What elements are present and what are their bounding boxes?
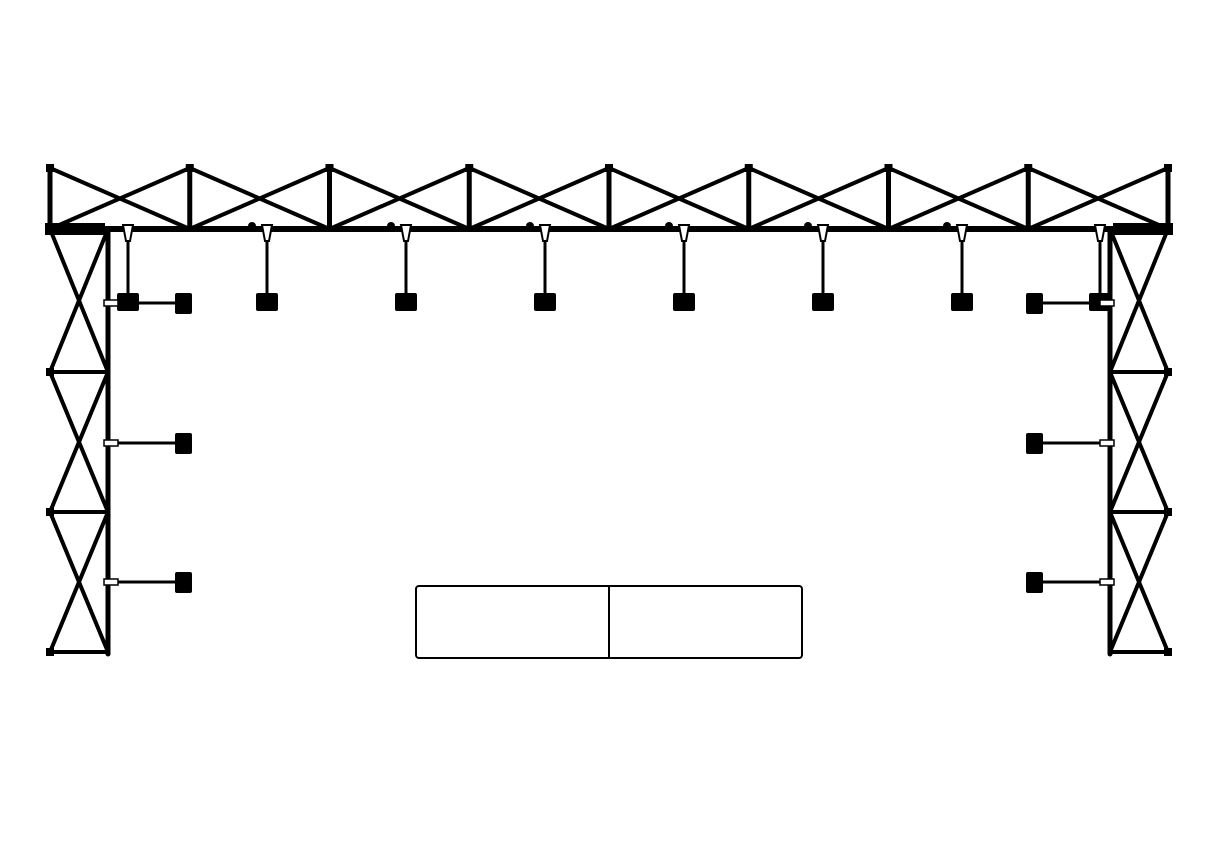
left-tower-truss [46, 225, 111, 657]
truss-diagonal [327, 166, 472, 231]
light-clamp [399, 224, 413, 242]
truss-diagonal [467, 166, 611, 231]
tower-diagonal [1108, 227, 1170, 374]
right-tower-truss [1107, 225, 1172, 657]
spotlights [103, 222, 1115, 593]
clamp-knob [943, 222, 951, 230]
clamp-knob [248, 222, 256, 230]
spotlight-icon [812, 293, 834, 311]
spotlight-icon [175, 433, 192, 454]
truss-diagonal [886, 166, 1031, 231]
truss-diagonal [48, 166, 192, 231]
arm-clamp [103, 578, 119, 586]
light-clamp [121, 224, 135, 242]
tower-diagonal [1108, 510, 1170, 654]
spotlight-icon [673, 293, 695, 311]
clamp-knob [526, 222, 534, 230]
truss-diagonal [1026, 166, 1170, 231]
clamp-knob [804, 222, 812, 230]
truss-diagonal [746, 166, 891, 231]
clamp-knob [387, 222, 395, 230]
spotlight-icon [1026, 293, 1043, 314]
spotlight-icon [256, 293, 278, 311]
arm-clamp [103, 299, 119, 307]
spotlight-icon [175, 572, 192, 593]
tower-diagonal [48, 510, 110, 654]
arm-clamp [1099, 299, 1115, 307]
arm-clamp [1099, 578, 1115, 586]
clamp-knob [665, 222, 673, 230]
light-clamp [260, 224, 274, 242]
truss-diagonal [187, 166, 332, 231]
tower-diagonal [48, 227, 110, 374]
light-clamp [955, 224, 969, 242]
spotlight-icon [1026, 572, 1043, 593]
arm-clamp [103, 439, 119, 447]
truss-diagonal [607, 166, 751, 231]
spotlight-icon [1026, 433, 1043, 454]
spotlight-icon [175, 293, 192, 314]
light-clamp [1093, 224, 1107, 242]
light-clamp [677, 224, 691, 242]
light-clamp [816, 224, 830, 242]
spotlight-icon [951, 293, 973, 311]
tower-diagonal [1108, 370, 1170, 514]
light-clamp [538, 224, 552, 242]
truss-node [1164, 164, 1172, 172]
top-truss [45, 164, 1173, 235]
reception-counter [415, 585, 803, 659]
spotlight-icon [534, 293, 556, 311]
arm-clamp [1099, 439, 1115, 447]
spotlight-icon [395, 293, 417, 311]
tower-diagonal [48, 370, 110, 514]
